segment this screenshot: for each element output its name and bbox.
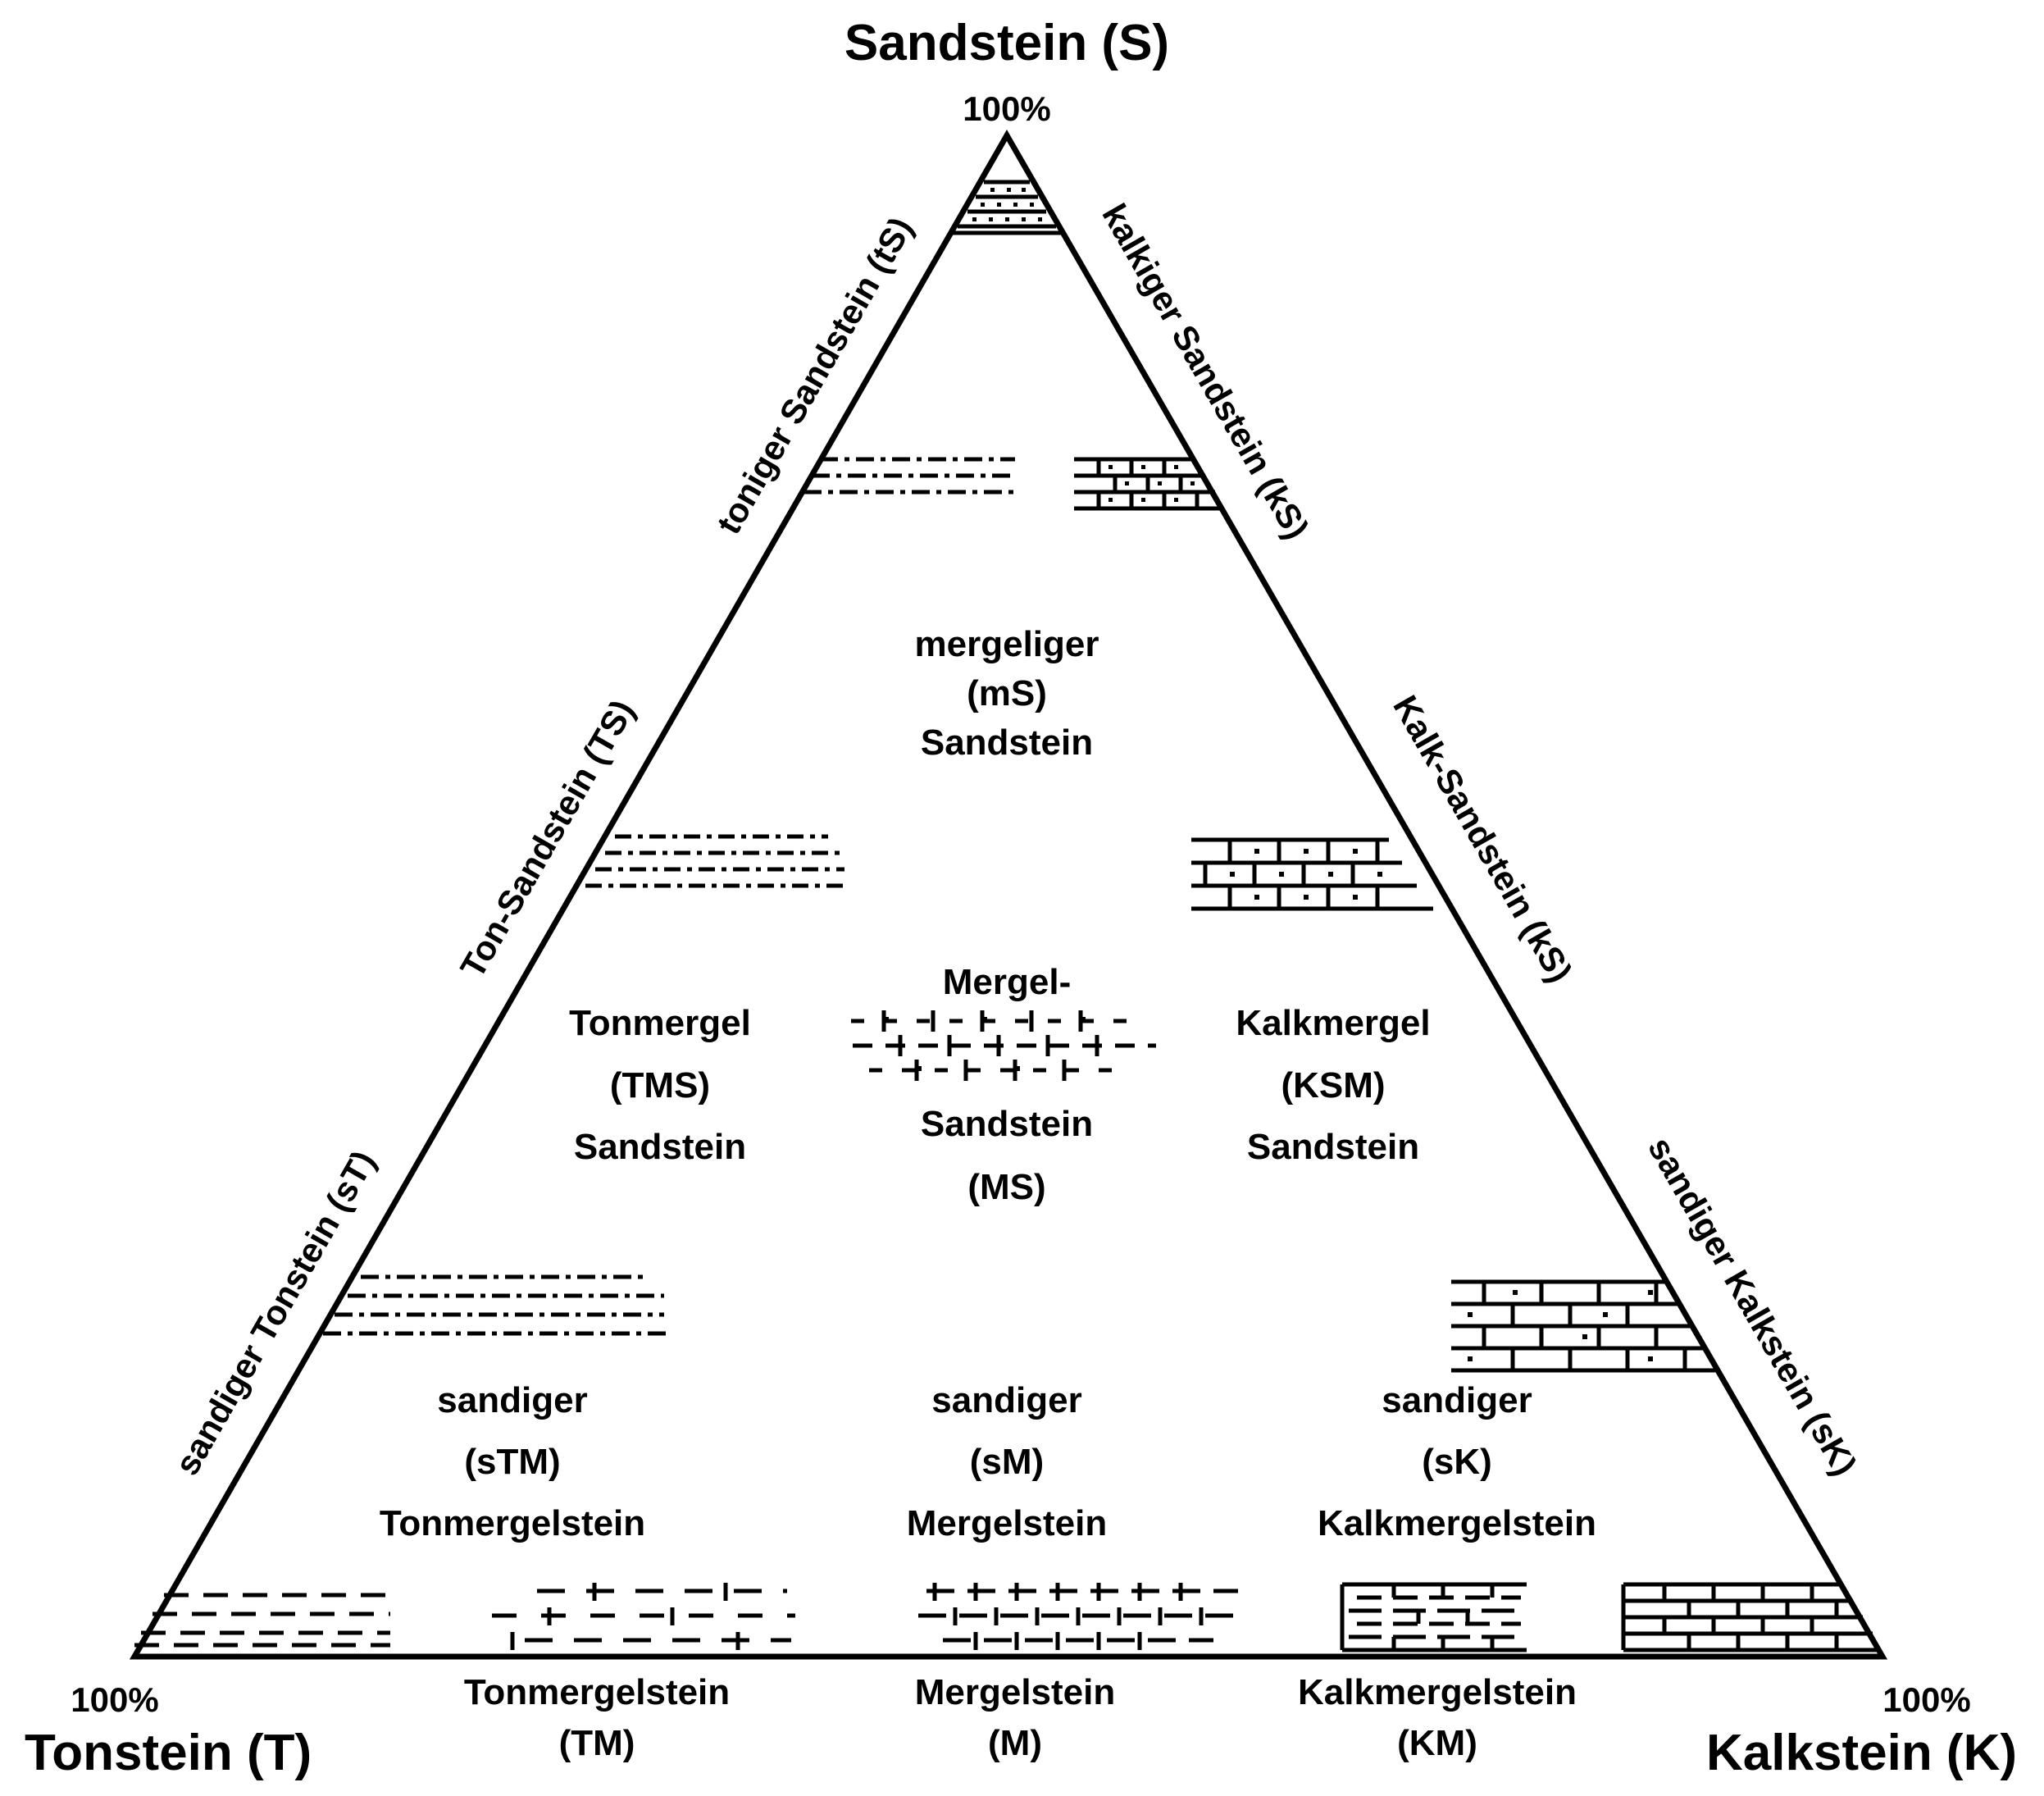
- pattern-tonstein: [134, 1593, 390, 1648]
- pattern-mergel-sandstein: [851, 1010, 1156, 1081]
- svg-text:(MS): (MS): [967, 1167, 1045, 1207]
- pattern-sand-dots: [884, 465, 1653, 1361]
- apex-pct-kalkstein: 100%: [1882, 1680, 1970, 1719]
- pattern-ton-sandstein: [585, 834, 844, 888]
- svg-text:Kalkmergelstein: Kalkmergelstein: [1298, 1672, 1577, 1712]
- pattern-mergelstein: [918, 1583, 1246, 1650]
- bottom-label-kalkmergelstein: Kalkmergelstein (KM): [1298, 1672, 1577, 1763]
- svg-text:Tonmergelstein: Tonmergelstein: [380, 1503, 645, 1543]
- svg-text:Kalkmergelstein: Kalkmergelstein: [1318, 1503, 1596, 1543]
- ternary-triangle: [129, 129, 1888, 1660]
- pattern-sandiger-kalkstein: [1451, 1279, 1719, 1373]
- svg-text:Sandstein: Sandstein: [1247, 1127, 1419, 1167]
- region-sandiger-mergelstein: sandiger (sM) Mergelstein: [907, 1380, 1108, 1543]
- svg-text:Mergelstein: Mergelstein: [907, 1503, 1108, 1543]
- svg-text:Mergelstein: Mergelstein: [915, 1672, 1116, 1712]
- pattern-tonmergelstein: [492, 1583, 795, 1650]
- apex-pct-tonstein: 100%: [71, 1680, 158, 1719]
- svg-text:(sM): (sM): [970, 1442, 1044, 1482]
- region-kalkmergel-sandstein: Kalkmergel (KSM) Sandstein: [1236, 1003, 1430, 1167]
- pattern-sandstein-dots: [972, 188, 1042, 221]
- svg-text:(sTM): (sTM): [464, 1442, 560, 1482]
- svg-text:(TMS): (TMS): [610, 1065, 710, 1105]
- svg-text:Sandstein: Sandstein: [921, 1104, 1093, 1144]
- svg-text:(TM): (TM): [559, 1723, 635, 1763]
- svg-text:mergeliger: mergeliger: [915, 624, 1099, 664]
- apex-label-sandstein: Sandstein (S): [844, 15, 1169, 71]
- svg-text:Tonmergel: Tonmergel: [569, 1003, 751, 1043]
- region-sandiger-tonmergelstein: sandiger (sTM) Tonmergelstein: [380, 1380, 645, 1543]
- bottom-label-mergelstein: Mergelstein (M): [915, 1672, 1116, 1763]
- region-mergeliger-sandstein: mergeliger (mS) Sandstein: [915, 624, 1099, 763]
- region-mergel-sandstein: Mergel- Sandstein (MS): [921, 962, 1093, 1207]
- region-sandiger-kalkmergelstein: sandiger (sK) Kalkmergelstein: [1318, 1380, 1596, 1543]
- apex-pct-sandstein: 100%: [963, 89, 1050, 128]
- pattern-kalkmergelstein: [1340, 1582, 1527, 1652]
- svg-text:Sandstein: Sandstein: [574, 1127, 746, 1167]
- apex-label-tonstein: Tonstein (T): [25, 1725, 312, 1781]
- pattern-kalkiger-sandstein: [1074, 457, 1223, 511]
- pattern-sandiger-tonstein: [323, 1274, 668, 1336]
- svg-text:(mS): (mS): [967, 673, 1047, 713]
- svg-text:(KSM): (KSM): [1281, 1065, 1385, 1105]
- svg-text:(M): (M): [988, 1723, 1042, 1763]
- pattern-sandstein: [949, 180, 1064, 235]
- bottom-label-tonmergelstein: Tonmergelstein (TM): [464, 1672, 730, 1763]
- svg-text:Kalkmergel: Kalkmergel: [1236, 1003, 1430, 1043]
- pattern-kalk-sandstein: [1191, 837, 1433, 911]
- svg-text:(sK): (sK): [1422, 1442, 1492, 1482]
- svg-text:Tonmergelstein: Tonmergelstein: [464, 1672, 730, 1712]
- apex-label-kalkstein: Kalkstein (K): [1706, 1725, 2017, 1781]
- svg-text:sandiger: sandiger: [931, 1380, 1081, 1420]
- svg-text:Mergel-: Mergel-: [943, 962, 1071, 1002]
- svg-text:sandiger: sandiger: [437, 1380, 587, 1420]
- svg-text:(KM): (KM): [1397, 1723, 1477, 1763]
- pattern-kalkstein: [1621, 1582, 1879, 1652]
- pattern-toniger-sandstein: [803, 457, 1015, 495]
- region-tonmergel-sandstein: Tonmergel (TMS) Sandstein: [569, 1003, 751, 1167]
- svg-text:sandiger: sandiger: [1382, 1380, 1532, 1420]
- svg-text:Sandstein: Sandstein: [921, 723, 1093, 763]
